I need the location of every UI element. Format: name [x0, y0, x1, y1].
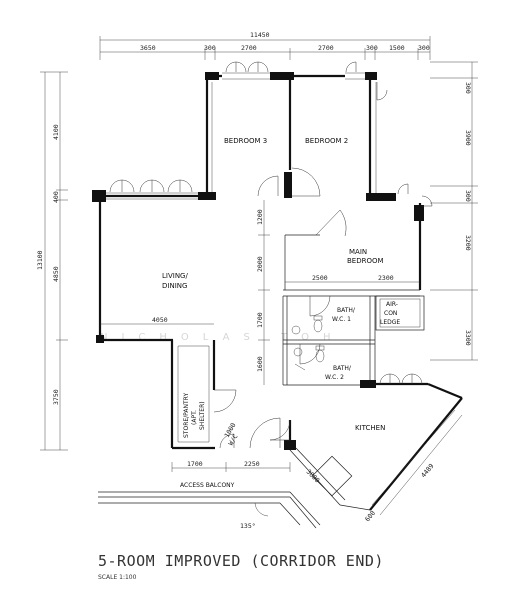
label-access-balcony: ACCESS BALCONY	[180, 482, 235, 489]
label-bath-2b: W.C. 2	[325, 374, 344, 381]
dim-left-4: 3750	[52, 389, 60, 405]
bottom-dimensions: 1700 2250 3000 4489 600 1000 W/C	[171, 421, 436, 523]
dim-right-4: 3200	[464, 235, 472, 251]
dim-left-2: 400	[52, 191, 60, 203]
angle-label: 135°	[240, 522, 256, 530]
dim-top-total: 11450	[250, 31, 270, 39]
bath-fixtures	[291, 315, 325, 371]
label-living-2: DINING	[162, 282, 187, 290]
inner-dimensions: 1200 2000 1700 1600 2500 2300 4050	[100, 200, 420, 385]
label-bedroom-3: BEDROOM 3	[224, 137, 267, 145]
dim-right-1: 300	[464, 82, 472, 94]
label-store-1: STORE/PANTRY	[183, 393, 190, 438]
dim-1200: 1200	[256, 209, 264, 225]
dim-1700: 1700	[256, 312, 264, 328]
label-bath-1a: BATH/	[337, 307, 356, 314]
label-store-3: SHELTER)	[199, 401, 206, 430]
label-bedroom-2: BEDROOM 2	[305, 137, 348, 145]
dim-left-3: 4850	[52, 266, 60, 282]
label-aircon-3: LEDGE	[380, 319, 400, 326]
dim-right-5: 3300	[464, 330, 472, 346]
dim-top-3: 2700	[241, 44, 257, 52]
dim-1600: 1600	[256, 356, 264, 372]
room-labels: BEDROOM 3 BEDROOM 2 MAIN BEDROOM LIVING/…	[162, 137, 400, 489]
watermark: NICHOLAS TOH	[100, 332, 344, 343]
right-dimensions: 300 3900 300 3200 3300	[430, 61, 478, 361]
windows	[106, 72, 365, 200]
top-dimensions: 11450 3650 300 2700 2700 300 1500 300	[99, 31, 431, 60]
door-swings	[109, 61, 433, 449]
dim-left-1: 4100	[52, 124, 60, 140]
label-bath-2a: BATH/	[333, 365, 352, 372]
dim-top-2: 300	[204, 44, 216, 52]
plan-title: 5-ROOM IMPROVED (CORRIDOR END)	[98, 552, 384, 570]
dim-left-total: 13100	[36, 250, 44, 270]
walls	[92, 72, 463, 516]
dim-kitchen-4489: 4489	[419, 462, 435, 479]
label-main-bedroom-2: BEDROOM	[347, 257, 384, 265]
dim-top-6: 1500	[389, 44, 405, 52]
dim-bottom-2250: 2250	[244, 460, 260, 468]
access-balcony: 135°	[98, 491, 321, 530]
dim-4050: 4050	[152, 316, 168, 324]
label-store-2: (APT.	[191, 410, 198, 425]
label-bath-1b: W.C. 1	[332, 316, 351, 323]
dim-right-3: 300	[464, 190, 472, 202]
label-aircon-2: CON	[384, 310, 397, 317]
plan-scale: SCALE 1:100	[98, 574, 137, 581]
dim-2500: 2500	[312, 274, 328, 282]
label-kitchen: KITCHEN	[355, 424, 385, 432]
label-main-bedroom-1: MAIN	[349, 248, 367, 256]
label-living-1: LIVING/	[162, 272, 188, 280]
left-dimensions: 13100 4100 400 4850 3750	[36, 71, 68, 451]
dim-2000: 2000	[256, 256, 264, 272]
label-aircon-1: AIR-	[386, 301, 398, 308]
dim-kitchen-600: 600	[363, 509, 377, 523]
dim-right-2: 3900	[464, 130, 472, 146]
dim-top-1: 3650	[140, 44, 156, 52]
dim-bottom-1700: 1700	[187, 460, 203, 468]
dim-top-5: 300	[366, 44, 378, 52]
dim-top-4: 2700	[318, 44, 334, 52]
dim-top-7: 300	[418, 44, 430, 52]
dim-2300: 2300	[378, 274, 394, 282]
